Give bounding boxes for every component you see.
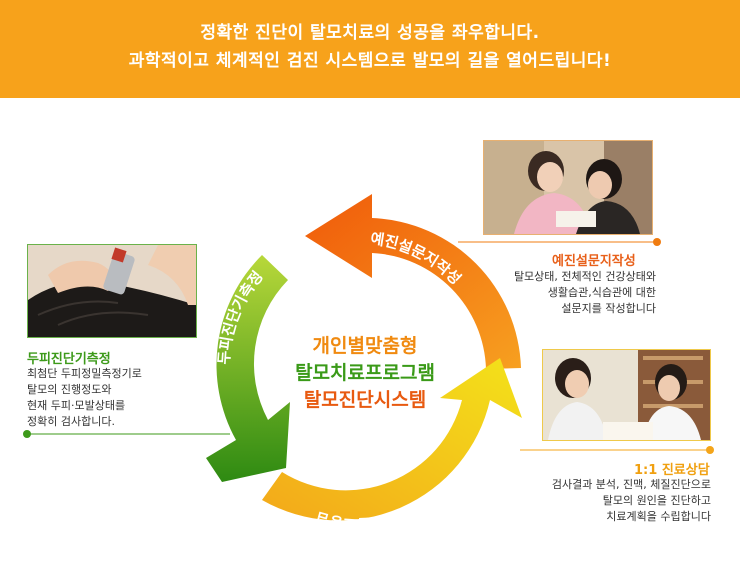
center-line-2: 탈모치료프로그램: [295, 362, 435, 384]
center-title: 개인별맞춤형 탈모치료프로그램 탈모진단시스템: [250, 333, 480, 414]
scalp-title: 두피진단기측정: [27, 352, 111, 367]
center-line-3: 탈모진단시스템: [303, 389, 427, 411]
cycle-arrow-yellow: [262, 358, 522, 521]
consultation-description: 검사결과 분석, 진맥, 체질진단으로 탈모의 원인을 진단하고 치료계획을 수…: [551, 478, 711, 523]
center-line-1: 개인별맞춤형: [312, 335, 418, 357]
cycle-arrow-orange: [305, 194, 521, 369]
photo-consultation: [542, 349, 711, 441]
questionnaire-description: 탈모상태, 전체적인 건강상태와 생활습관,식습관에 대한 설문지를 작성합니다: [513, 270, 656, 315]
connector-questionnaire: [458, 238, 661, 246]
scalp-description: 최첨단 두피정밀측정기로 탈모의 진행정도와 현재 두피·모발상태를 정확히 검…: [27, 367, 142, 428]
questionnaire-title: 예진설문지작성: [552, 254, 636, 269]
photo-questionnaire: [483, 140, 653, 235]
consultation-title: 1:1 진료상담: [634, 463, 710, 478]
banner-line-1: 정확한 진단이 탈모치료의 성공을 좌우합니다.: [200, 23, 540, 43]
connector-consultation: [520, 446, 714, 454]
connector-scalp: [23, 430, 230, 438]
header-banner: 정확한 진단이 탈모치료의 성공을 좌우합니다. 과학적이고 체계적인 검진 시…: [0, 0, 740, 98]
photo-scalp-measurement: [27, 244, 197, 338]
cycle-arrow-green: [206, 255, 290, 482]
banner-line-2: 과학적이고 체계적인 검진 시스템으로 발모의 길을 열어드립니다!: [128, 51, 612, 71]
